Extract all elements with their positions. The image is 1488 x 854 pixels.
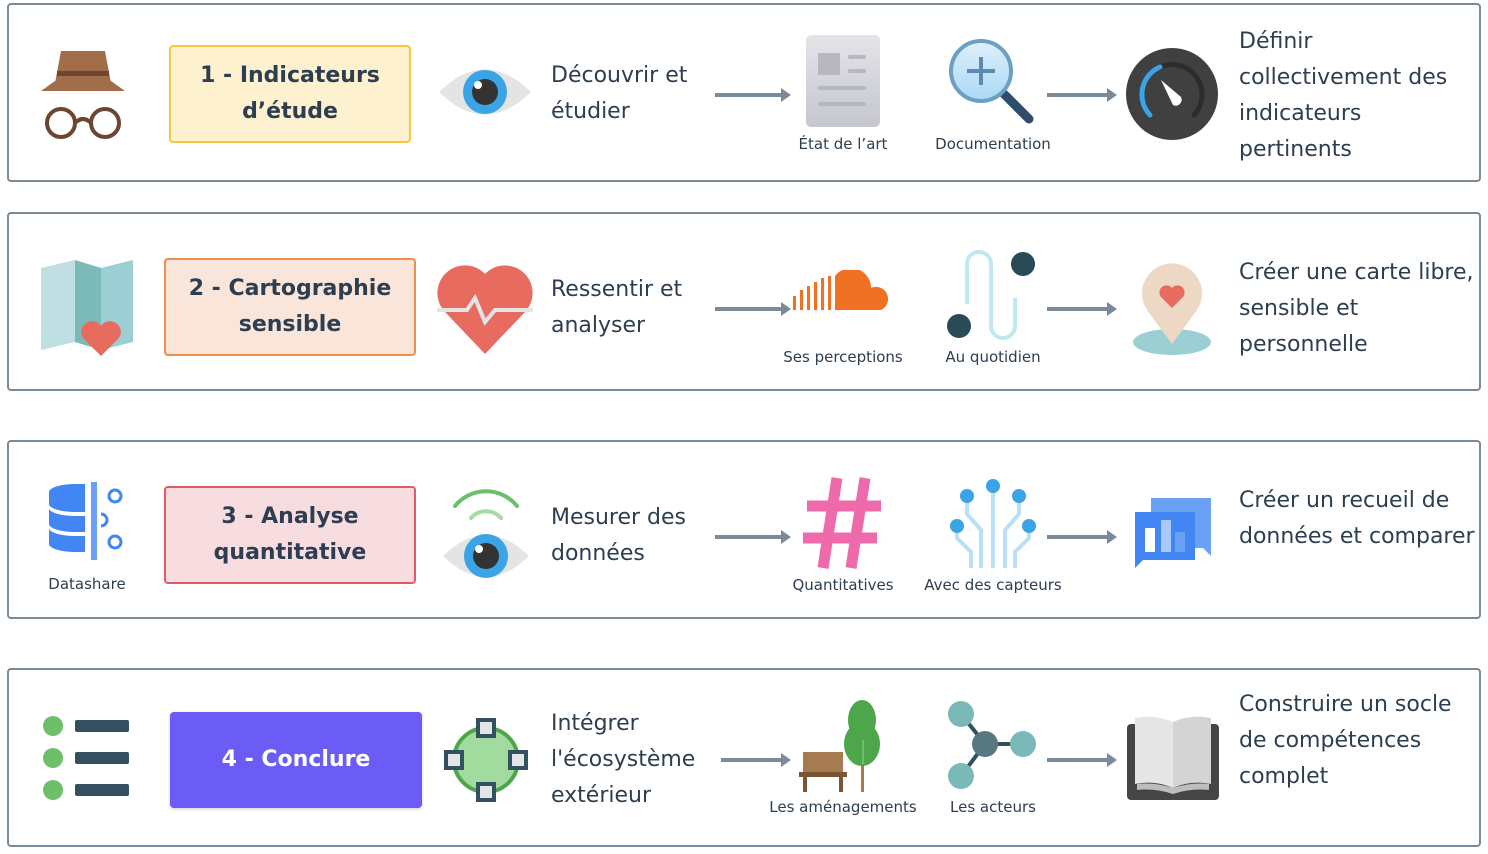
step-label-text: 2 - Cartographie sensible [188, 276, 392, 337]
eye-icon [437, 57, 533, 127]
bench-tree-icon [797, 700, 893, 796]
arrow [1047, 88, 1117, 102]
map-heart-icon [39, 260, 135, 356]
action-text-1: Découvrir et étudier [551, 63, 688, 124]
tool-caption: Les acteurs [950, 798, 1036, 816]
tool-caption: État de l’art [798, 135, 888, 153]
arrow [715, 302, 791, 316]
result-text-1: Définir collectivement des indicateurs p… [1239, 29, 1448, 162]
step-label-2: 2 - Cartographie sensible [164, 258, 416, 356]
document-icon [804, 33, 882, 129]
result-text-4: Construire un socle de compétences compl… [1239, 692, 1452, 789]
heart-pulse-icon [437, 264, 533, 356]
hashtag-icon [803, 476, 883, 570]
step-row-1: 1 - Indicateurs d’étude Découvrir et étu… [7, 3, 1481, 182]
arrow [1047, 530, 1117, 544]
result-text-3: Créer un recueil de données et comparer [1239, 488, 1475, 549]
step-label-1: 1 - Indicateurs d’étude [169, 45, 411, 143]
tool-caption: Avec des capteurs [924, 576, 1062, 594]
incognito-hat-glasses-icon [39, 47, 135, 143]
tool-caption: Ses perceptions [783, 348, 903, 366]
gauge-icon [1125, 47, 1219, 141]
datashare-database-icon [47, 482, 129, 566]
step-label-text: 3 - Analyse quantitative [213, 504, 367, 565]
step-row-3: Datashare 3 - Analyse quantitative Mesur… [7, 440, 1481, 619]
tool-caption: Au quotidien [945, 348, 1041, 366]
magnifier-plus-icon [945, 35, 1037, 127]
arrow [715, 88, 791, 102]
arrow [1047, 753, 1117, 767]
arrow [715, 530, 791, 544]
path-route-icon [943, 248, 1039, 344]
location-pin-heart-icon [1131, 260, 1213, 356]
step-label-text: 1 - Indicateurs d’étude [200, 63, 380, 124]
sensor-circuit-icon [949, 476, 1039, 568]
step-label-3: 3 - Analyse quantitative [164, 486, 416, 584]
action-text-2: Ressentir et analyser [551, 277, 683, 338]
arrow [1047, 302, 1117, 316]
tool-caption: Documentation [935, 135, 1051, 153]
chart-chat-icon [1133, 498, 1213, 570]
eye-signal-icon [441, 486, 531, 582]
step-row-4: 4 - Conclure Intégrer l'écosystème extér… [7, 668, 1481, 847]
node-circle-icon [443, 718, 529, 802]
soundcloud-icon [793, 270, 893, 316]
step-row-2: 2 - Cartographie sensible Ressentir et a… [7, 212, 1481, 391]
open-book-icon [1125, 714, 1221, 804]
tool-caption: Les aménagements [769, 798, 917, 816]
step-label-4: 4 - Conclure [170, 712, 422, 808]
result-text-2: Créer une carte libre, sensible et perso… [1239, 260, 1474, 357]
arrow [721, 753, 791, 767]
tool-caption: Quantitatives [792, 576, 894, 594]
bullet-list-icon [43, 716, 133, 800]
action-text-4: Intégrer l'écosystème extérieur [551, 711, 696, 808]
network-nodes-icon [945, 700, 1041, 792]
step-label-text: 4 - Conclure [221, 747, 371, 772]
action-text-3: Mesurer des données [551, 505, 687, 566]
lead-caption: Datashare [48, 575, 126, 593]
